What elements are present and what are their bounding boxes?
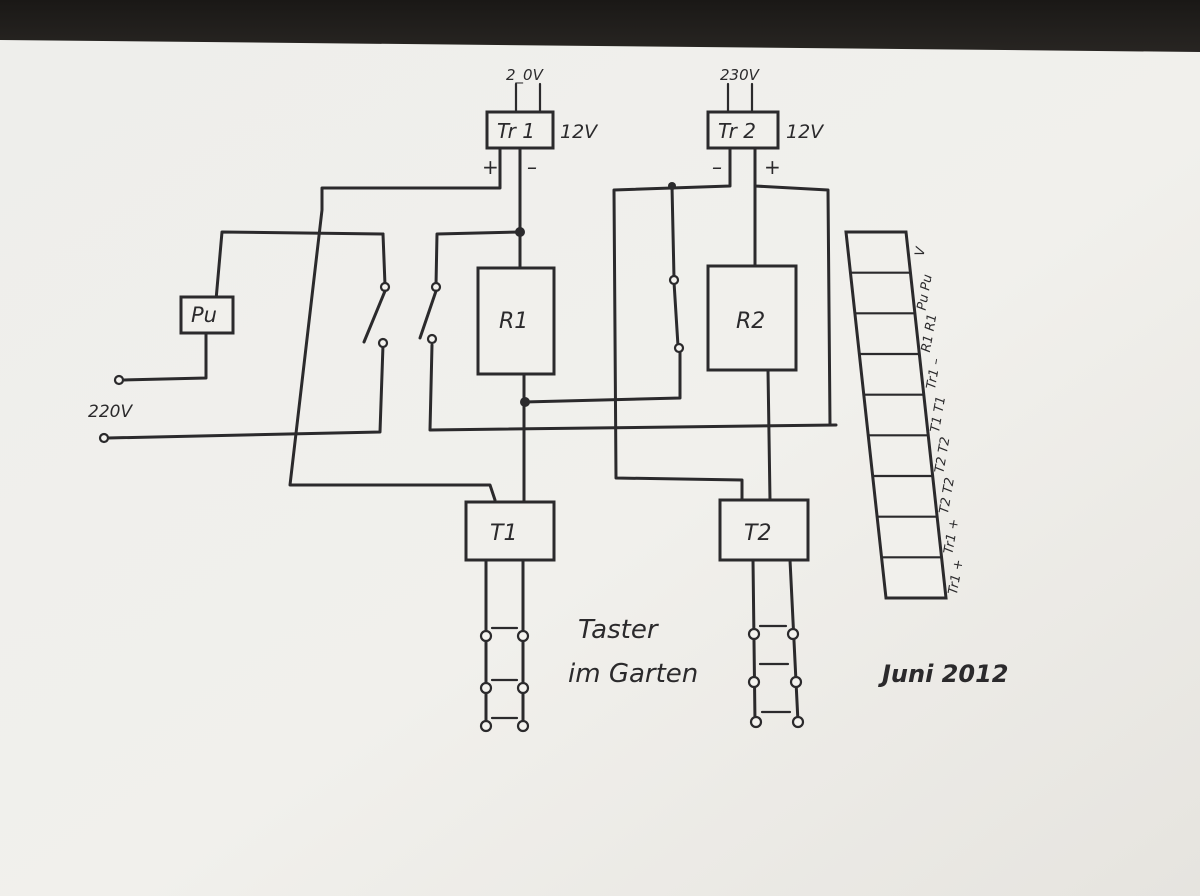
pump-label: Pu (191, 303, 217, 327)
mains-voltage-label: 220V (88, 402, 133, 422)
tr1-output-label: 12V (560, 121, 599, 143)
terminal-strip-label: T2 T2 (932, 436, 953, 475)
tr2-plus-label: + (764, 155, 781, 179)
switch-3-terminal (673, 342, 685, 354)
mains-terminal (113, 374, 125, 386)
terminal-strip-label: T2 T2 (937, 476, 958, 515)
relay-1-label: R1 (499, 309, 528, 334)
terminal-strip-label: Tr1 + (941, 518, 962, 556)
terminal-strip-label: T1 T1 (928, 395, 949, 434)
relay-1: R1 (476, 266, 556, 376)
transformer-2: Tr 2 230V 12V – + (706, 66, 825, 179)
push-buttons-1 (479, 558, 530, 733)
timer-2-label: T2 (744, 521, 771, 546)
push-buttons-2 (747, 558, 805, 729)
terminal-strip-label: V (913, 245, 930, 257)
terminal-strip-label: R1 R1 (919, 313, 941, 354)
mains-terminal (98, 432, 110, 444)
tr1-plus-label: + (482, 155, 499, 179)
switch-2 (418, 281, 442, 345)
terminal-strip-label: Tr1 – (924, 357, 944, 390)
switch-3-terminal (668, 274, 680, 286)
relay-2-label: R2 (736, 309, 765, 334)
pump-box: Pu (179, 295, 235, 335)
tr1-minus-label: – (527, 155, 537, 179)
wiring-right (612, 146, 832, 502)
terminal-strip-label: Tr1 + (946, 558, 967, 596)
transformer-1: Tr 1 2_0V 12V + – (482, 66, 599, 179)
terminal-strip-label: Pu Pu (915, 273, 936, 311)
buttons-caption-line-2: im Garten (568, 659, 698, 689)
date-label: Juni 2012 (878, 660, 1008, 688)
timer-1: T1 (464, 500, 556, 562)
wiring-left (106, 146, 838, 504)
tr2-input-label: 230V (720, 66, 761, 84)
tr2-name: Tr 2 (718, 119, 756, 143)
junction-dot (520, 397, 530, 407)
relay-2: R2 (706, 264, 798, 372)
junction-dot (515, 227, 525, 237)
tr1-name: Tr 1 (497, 119, 535, 143)
buttons-caption-line-1: Taster (578, 615, 660, 645)
tr2-minus-label: – (712, 155, 722, 179)
timer-2: T2 (718, 498, 810, 562)
timer-1-label: T1 (490, 521, 517, 546)
tr2-output-label: 12V (786, 121, 825, 143)
paper-sheet (0, 40, 1200, 896)
switch-1 (362, 281, 391, 349)
tr1-input-label: 2_0V (506, 66, 545, 85)
